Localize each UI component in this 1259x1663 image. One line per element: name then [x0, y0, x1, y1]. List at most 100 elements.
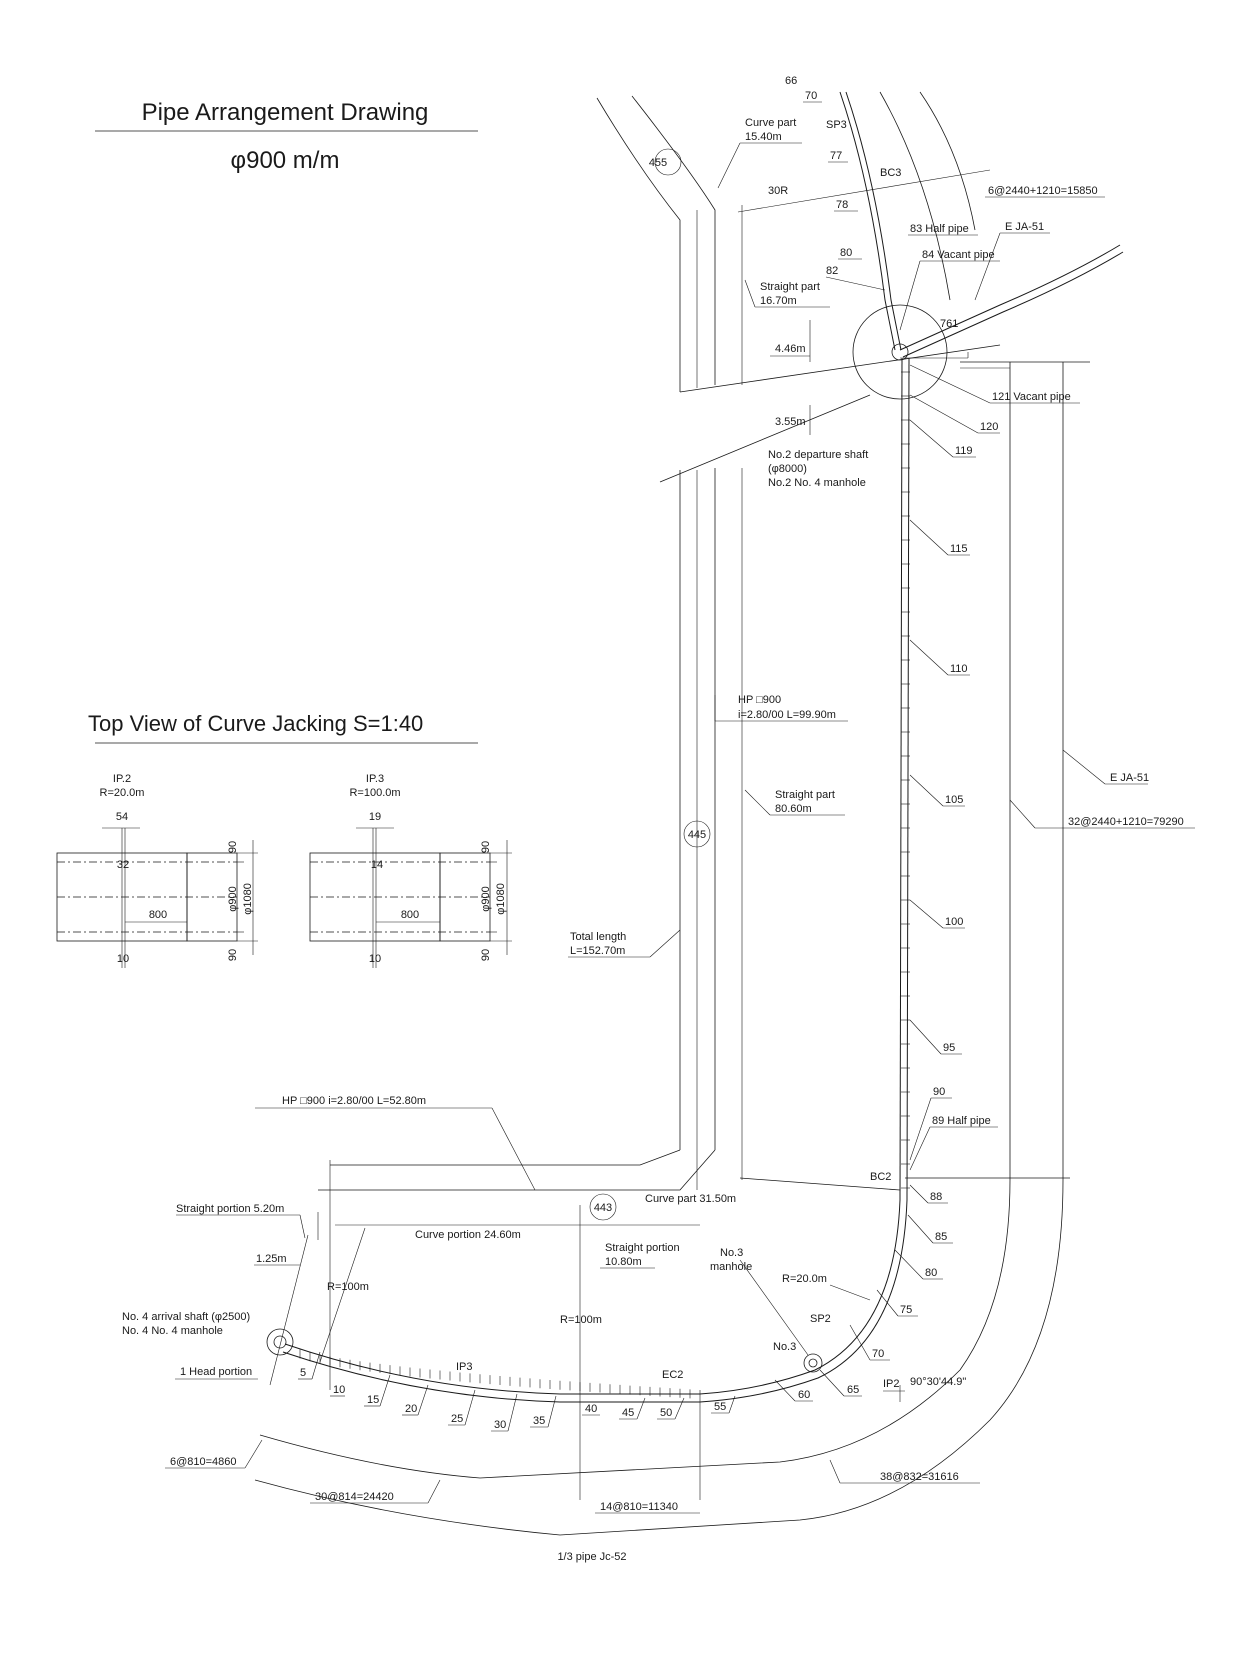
detail-ip2-top: 54	[116, 811, 128, 823]
pipe-vertical-a	[899, 357, 903, 1201]
label-head-portion: 1 Head portion	[180, 1366, 252, 1378]
arrival-shaft	[266, 1328, 294, 1356]
pipe-top-curve-b	[845, 91, 902, 351]
label-115: 115	[950, 543, 968, 555]
departure-shaft	[852, 304, 948, 400]
label-761: 761	[940, 318, 958, 330]
label-arrival-a: No. 4 arrival shaft (φ2500)	[122, 1311, 250, 1323]
label-straight-portion: Straight portion 5.20m	[176, 1203, 284, 1215]
label-span-14: 14@810=11340	[600, 1501, 678, 1513]
label-80: 80	[840, 247, 852, 259]
label-no3-a: No.3	[720, 1247, 743, 1259]
pipe-route	[266, 91, 1124, 1403]
bottom-labels: HP □900 i=2.80/00 L=52.80m BC2 88 Straig…	[122, 1095, 980, 1563]
detail-ip3-d-inner: φ900	[480, 886, 492, 912]
label-shaft2-b: (φ8000)	[768, 463, 807, 475]
pipe-segment-ticks	[299, 371, 910, 1399]
label-55: 55	[714, 1401, 726, 1413]
label-sp2: SP2	[810, 1313, 831, 1325]
label-straight-portion2-len: 10.80m	[605, 1256, 642, 1268]
label-75: 75	[900, 1304, 912, 1316]
detail-ip3-gap-bottom: 90	[480, 949, 492, 961]
footer-label: 1/3 pipe Jc-52	[557, 1551, 626, 1563]
label-shaft2-a: No.2 departure shaft	[768, 449, 868, 461]
detail-ip3-length: 800	[401, 909, 419, 921]
pipe-branch-a	[899, 244, 1121, 351]
label-ip2-angle: 90°30'44.9"	[910, 1376, 966, 1388]
label-curve-portion: Curve portion 24.60m	[415, 1229, 521, 1241]
label-hp-mid-slope: i=2.80/00 L=99.90m	[738, 709, 836, 721]
top-view-title: Top View of Curve Jacking S=1:40	[88, 711, 423, 736]
label-455: 455	[649, 157, 667, 169]
pipe-curve-r20-b	[699, 1199, 908, 1403]
label-10: 10	[333, 1384, 345, 1396]
label-89-half-pipe: 89 Half pipe	[932, 1115, 991, 1127]
detail-ip2-label: IP.2	[113, 773, 131, 785]
label-span-38: 38@832=31616	[880, 1471, 959, 1483]
label-curve-part-len: 15.40m	[745, 131, 782, 143]
label-shaft2-c: No.2 No. 4 manhole	[768, 477, 866, 489]
pipe-top-curve-a	[839, 91, 896, 351]
label-hp-mid: HP □900	[738, 694, 781, 706]
label-119: 119	[955, 445, 973, 457]
pipe-vertical-b	[906, 357, 910, 1201]
label-65: 65	[847, 1384, 859, 1396]
label-60: 60	[798, 1389, 810, 1401]
label-5: 5	[300, 1367, 306, 1379]
detail-ip2-d-outer: φ1080	[242, 883, 254, 915]
label-1-25m: 1.25m	[256, 1253, 287, 1265]
label-r20: R=20.0m	[782, 1273, 827, 1285]
label-sp3: SP3	[826, 119, 847, 131]
label-straight2: Straight part	[775, 789, 835, 801]
label-66: 66	[785, 75, 797, 87]
label-curve-part: Curve part	[745, 117, 796, 129]
label-120: 120	[980, 421, 998, 433]
detail-ip3-gap-top: 90	[480, 841, 492, 853]
label-span-6: 6@2440+1210=15850	[988, 185, 1098, 197]
diameter-title: φ900 m/m	[231, 147, 340, 174]
label-35: 35	[533, 1415, 545, 1427]
label-arrival-b: No. 4 No. 4 manhole	[122, 1325, 223, 1337]
label-15: 15	[367, 1394, 379, 1406]
label-70: 70	[805, 90, 817, 102]
label-r100b: R=100m	[560, 1314, 602, 1326]
drawing-title: Pipe Arrangement Drawing	[142, 99, 429, 126]
label-ec2: EC2	[662, 1369, 683, 1381]
label-span-6-810: 6@810=4860	[170, 1456, 237, 1468]
label-95: 95	[943, 1042, 955, 1054]
detail-ip3-mid: 14	[371, 859, 383, 871]
label-105: 105	[945, 794, 963, 806]
detail-ip3: IP.3 R=100.0m 19 14 800 10 90 90 φ900 φ1…	[309, 773, 512, 968]
label-30r: 30R	[768, 185, 788, 197]
detail-ip2-radius: R=20.0m	[100, 787, 145, 799]
label-ip3: IP3	[456, 1361, 473, 1373]
label-443: 443	[594, 1202, 612, 1214]
label-straight-portion2: Straight portion	[605, 1242, 680, 1254]
label-110: 110	[950, 663, 968, 675]
label-100: 100	[945, 916, 963, 928]
label-45: 45	[622, 1407, 634, 1419]
label-90: 90	[933, 1086, 945, 1098]
label-hp-bottom: HP □900 i=2.80/00 L=52.80m	[282, 1095, 426, 1107]
label-span-30: 30@814=24420	[315, 1491, 394, 1503]
label-eja-mid: E JA-51	[1110, 772, 1149, 784]
detail-ip2: IP.2 R=20.0m 54 32 800 10 90 90 φ900 φ10…	[56, 773, 258, 968]
detail-ip3-radius: R=100.0m	[349, 787, 400, 799]
pipe-lower-run-b	[282, 1351, 700, 1403]
middle-labels: 115 110 HP □900 i=2.80/00 L=99.90m Strai…	[568, 519, 1195, 1171]
label-40: 40	[585, 1403, 597, 1415]
dimension-lines	[269, 205, 811, 1500]
detail-ip2-gap-top: 90	[227, 841, 239, 853]
label-total: Total length	[570, 931, 626, 943]
label-straight2-len: 80.60m	[775, 803, 812, 815]
label-50: 50	[660, 1407, 672, 1419]
pipe-branch-b	[902, 251, 1124, 358]
label-4-46m: 4.46m	[775, 343, 806, 355]
label-70b: 70	[872, 1348, 884, 1360]
label-77: 77	[830, 150, 842, 162]
detail-ip2-mid: 32	[117, 859, 129, 871]
label-total-len: L=152.70m	[570, 945, 625, 957]
label-ip2: IP2	[883, 1378, 900, 1390]
detail-ip3-d-outer: φ1080	[495, 883, 507, 915]
